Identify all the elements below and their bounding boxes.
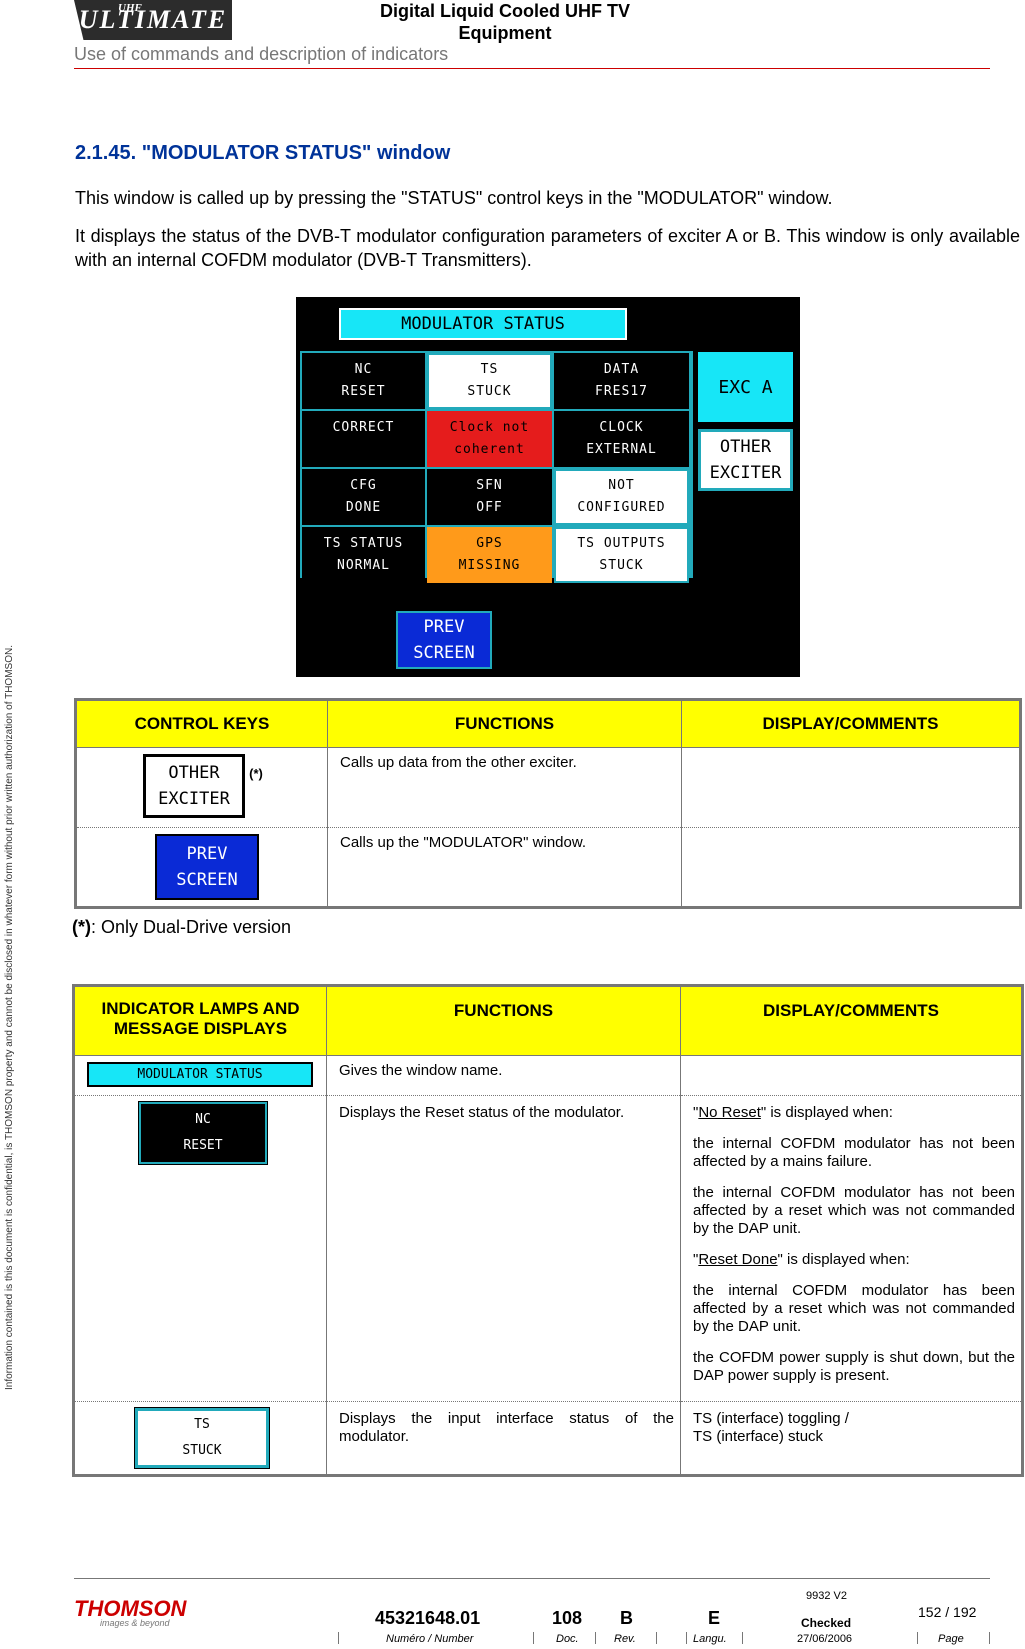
doc-number: 45321648.01: [375, 1608, 481, 1628]
page-number: 152 / 192: [918, 1604, 977, 1620]
checked-status: Checked: [801, 1616, 852, 1630]
footer-rule: [74, 1578, 990, 1579]
date: 27/06/2006: [797, 1633, 853, 1645]
document-subtitle: Use of commands and description of indic…: [74, 44, 449, 64]
exc-a-indicator: EXC A: [698, 352, 793, 422]
function-text: Calls up data from the other exciter.: [327, 747, 682, 828]
version: 9932 V2: [806, 1590, 847, 1602]
indicators-table: INDICATOR LAMPS AND MESSAGE DISPLAYS FUN…: [72, 984, 1024, 1477]
function-text: Displays the input interface status of t…: [326, 1401, 681, 1476]
description-paragraph: It displays the status of the DVB-T modu…: [75, 226, 1020, 270]
footnote: (*): Only Dual-Drive version: [72, 917, 292, 937]
label-lang: Langu.: [693, 1633, 727, 1645]
doc-type: 108: [552, 1608, 583, 1628]
header-functions: FUNCTIONS: [327, 699, 682, 748]
function-text: Calls up the "MODULATOR" window.: [327, 827, 682, 908]
function-text: Displays the Reset status of the modulat…: [326, 1095, 681, 1402]
header-display-comments: DISPLAY/COMMENTS: [680, 985, 1023, 1056]
confidentiality-note: Information contained is this document i…: [4, 645, 15, 1390]
label-page: Page: [938, 1633, 964, 1645]
language: E: [708, 1608, 721, 1628]
label-number: Numéro / Number: [386, 1633, 474, 1645]
status-cell: CORRECT: [302, 411, 425, 467]
header-rule: [74, 68, 990, 69]
document-title: Digital Liquid Cooled UHF TV Equipment: [380, 1, 630, 43]
header-functions: FUNCTIONS: [326, 985, 681, 1056]
section-heading: 2.1.45. "MODULATOR STATUS" window: [75, 142, 451, 164]
intro-paragraph: This window is called up by pressing the…: [75, 188, 833, 208]
header-display-comments: DISPLAY/COMMENTS: [681, 699, 1021, 748]
function-text: Gives the window name.: [326, 1055, 681, 1096]
modulator-status-indicator-image: MODULATOR STATUS: [87, 1062, 313, 1087]
control-keys-table: CONTROL KEYS FUNCTIONS DISPLAY/COMMENTS …: [74, 698, 1022, 909]
label-rev: Rev.: [614, 1633, 636, 1645]
header-indicators: INDICATOR LAMPS AND MESSAGE DISPLAYS: [73, 985, 327, 1056]
label-doc: Doc.: [556, 1633, 579, 1645]
screen-title: MODULATOR STATUS: [339, 308, 627, 340]
header-control-keys: CONTROL KEYS: [75, 699, 328, 748]
revision: B: [620, 1608, 633, 1628]
table-row: MODULATOR STATUS Gives the window name.: [73, 1055, 1023, 1096]
